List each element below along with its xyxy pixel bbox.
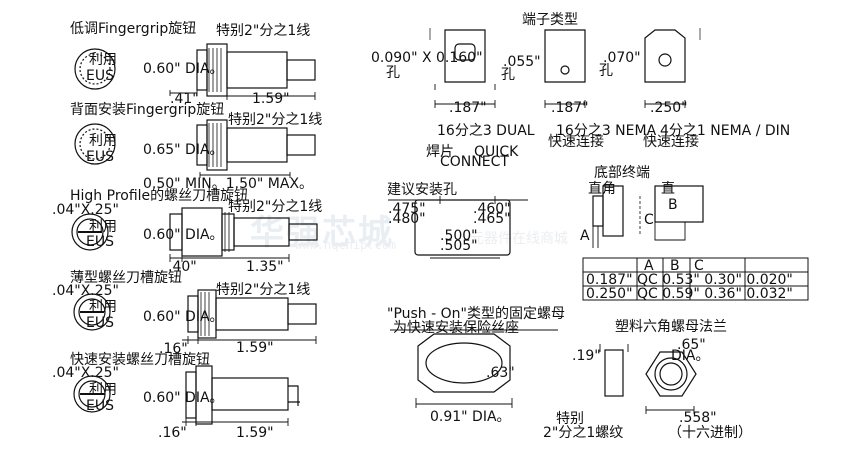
row4-dim-a: .16" xyxy=(159,341,188,357)
knob-drawing-row4 xyxy=(73,289,317,344)
mount-hole-d2: .460" xyxy=(473,201,511,217)
thread-note-special: 特别 xyxy=(556,411,584,427)
push-on-dia: 0.91" DIA。 xyxy=(430,409,511,425)
row5-eus-label: EUS xyxy=(86,398,114,414)
table-header-a: A xyxy=(644,258,654,274)
row4-thread-label: 特别2"分之1线 xyxy=(216,282,311,298)
table-header-c: C xyxy=(694,258,704,274)
row4-dia-label: 0.60" DIA。 xyxy=(143,309,224,325)
terminal-width3: .250" xyxy=(650,100,688,116)
row3-title: High Profile的螺丝刀槽旋钮 xyxy=(70,188,249,204)
bottom-dim-a: A xyxy=(580,228,590,244)
bottom-terminal-title: 底部终端 xyxy=(594,165,650,181)
table-row-1: 0.187" QC 0.53" 0.30" 0.020" xyxy=(586,272,793,288)
terminal-label1b: 焊片 xyxy=(426,144,454,160)
row2-range-label: 0.50" MIN。1.50" MAX。 xyxy=(143,176,314,192)
terminal-label2b: 快速连接 xyxy=(548,134,604,150)
row3-thread-label: 特别2"分之1线 xyxy=(228,199,323,215)
row1-eus-label: EUS xyxy=(86,68,114,84)
terminal-width1: .187" xyxy=(449,100,487,116)
row5-slot-label: .04"X.25" xyxy=(52,365,119,381)
row3-dim-b: 1.35" xyxy=(246,259,284,275)
row4-eus-label: EUS xyxy=(86,315,114,331)
knob-drawing-row3 xyxy=(71,207,318,262)
hex-nut-drawing xyxy=(599,344,697,414)
terminal-hole1-size: 0.090" X 0.160" xyxy=(371,50,483,66)
row1-thread-label: 特别2"分之1线 xyxy=(216,23,311,39)
mount-hole-d5: .500" xyxy=(440,228,478,244)
hex-nut-across: .558" xyxy=(679,410,717,426)
mount-hole-title: 建议安装孔 xyxy=(387,182,457,198)
row2-title: 背面安装Fingergrip旋钮 xyxy=(70,102,225,118)
mount-hole-d3: .480" xyxy=(388,211,426,227)
straight-label: 直 xyxy=(661,181,675,197)
row2-eus-label: EUS xyxy=(86,149,114,165)
terminal-hole3-kind: 孔 xyxy=(599,63,613,79)
terminal-label2: 16分之3 NEMA xyxy=(556,123,657,139)
terminal-hole3-size: .070" xyxy=(603,50,641,66)
row2-thread-label: 特别2"分之1线 xyxy=(228,112,323,128)
row5-title: 快速安装螺丝刀槽旋钮 xyxy=(70,352,210,368)
hex-nut-dia: .65" xyxy=(677,337,706,353)
dim-table-grid xyxy=(582,257,809,301)
terminal-hole1-kind: 孔 xyxy=(386,65,400,81)
terminal-connect-label: CONNECT xyxy=(440,154,509,170)
right-angle-label: 直角 xyxy=(588,181,616,197)
row1-dim-a: .41" xyxy=(170,91,199,107)
watermark-subtitle: 元器件在线商城 xyxy=(470,231,568,247)
row3-dim-a: .40" xyxy=(168,259,197,275)
bottom-dim-c: C xyxy=(644,212,654,228)
row1-title: 低调Fingergrip旋钮 xyxy=(70,21,197,37)
terminal-hole2-size: .055" xyxy=(503,54,541,70)
table-row-2: 0.250" QC 0.59" 0.36" 0.032" xyxy=(586,286,793,302)
row2-use-label: 利用 xyxy=(89,133,117,149)
terminal-label3: 4分之1 NEMA / DIN xyxy=(660,123,791,139)
hex-nut-thickness: .19" xyxy=(572,348,601,364)
hex-nut-title: 塑料六角螺母法兰 xyxy=(615,319,727,335)
hex-nut-dia-label: DIA。 xyxy=(671,348,710,364)
bottom-terminal-drawing xyxy=(592,185,704,248)
knob-drawing-row2 xyxy=(74,119,316,178)
row4-use-label: 利用 xyxy=(89,299,117,315)
mount-hole-d6: .505" xyxy=(440,238,478,254)
mount-hole-d4: .465" xyxy=(473,211,511,227)
row1-use-label: 利用 xyxy=(89,52,117,68)
thread-note-thread: 2"分之1螺纹 xyxy=(543,425,624,441)
hex-nut-hex-label: （十六进制） xyxy=(668,425,752,441)
push-on-title: "Push - On"类型的固定螺母 xyxy=(387,306,565,322)
terminal-hole2-kind: 孔 xyxy=(501,67,515,83)
push-on-nut-drawing xyxy=(390,329,558,408)
terminal-quick-label: QUICK xyxy=(474,144,519,160)
row5-dim-a: .16" xyxy=(158,425,187,441)
row3-use-label: 利用 xyxy=(89,219,117,235)
push-on-subtitle: 为快速安装保险丝座 xyxy=(393,320,519,336)
row4-dim-b: 1.59" xyxy=(236,340,274,356)
terminal-types-title: 端子类型 xyxy=(522,12,578,28)
row1-dia-label: 0.60" DIA。 xyxy=(143,61,224,77)
row5-dia-label: 0.60" DIA。 xyxy=(143,390,224,406)
row5-dim-b: 1.59" xyxy=(236,425,274,441)
knob-drawing-row1 xyxy=(74,43,316,100)
mount-hole-drawing xyxy=(388,196,528,259)
bottom-dim-b: B xyxy=(668,197,678,213)
row4-slot-label: .04"X.25" xyxy=(52,283,119,299)
mount-hole-d1: .475" xyxy=(388,201,426,217)
row1-dim-b: 1.59" xyxy=(252,91,290,107)
row3-dia-label: 0.60" DIA。 xyxy=(143,227,224,243)
row5-use-label: 利用 xyxy=(89,382,117,398)
terminal-width2: .187" xyxy=(551,100,589,116)
row2-dia-label: 0.65" DIA。 xyxy=(143,142,224,158)
terminal-label1: 16分之3 DUAL xyxy=(437,123,535,139)
knob-drawing-row5 xyxy=(73,365,300,426)
push-on-height: .63" xyxy=(486,365,515,381)
watermark-url: www.hqchip.com xyxy=(295,238,397,252)
row3-eus-label: EUS xyxy=(86,234,114,250)
row3-slot-label: .04"X.25" xyxy=(52,202,119,218)
terminal-label3b: 快速连接 xyxy=(643,134,699,150)
row4-title: 薄型螺丝刀槽旋钮 xyxy=(70,270,182,286)
terminal-type-drawings xyxy=(429,28,701,108)
table-header-b: B xyxy=(670,258,680,274)
